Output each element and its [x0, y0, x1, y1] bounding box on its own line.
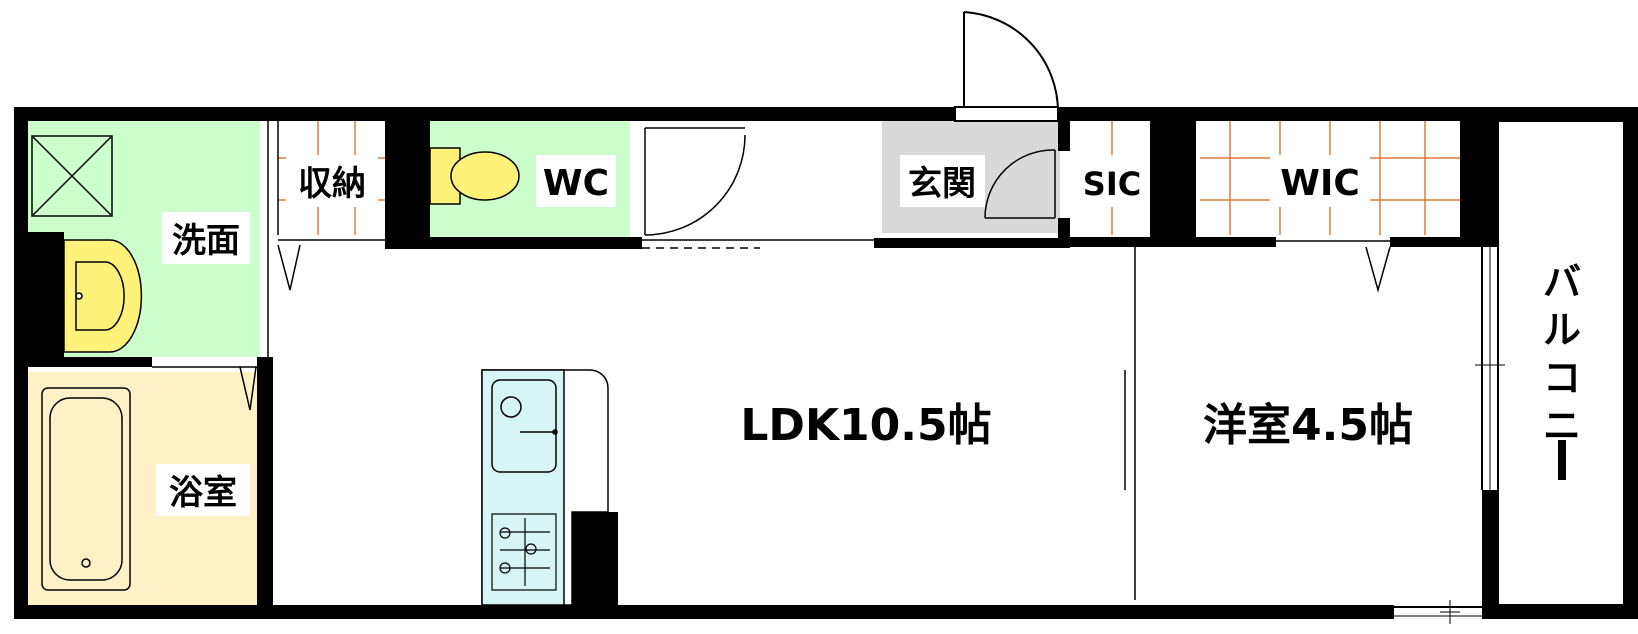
storage-label: 収納 [298, 164, 366, 204]
walls [14, 107, 1638, 619]
sic-label: SIC [1083, 165, 1141, 203]
label-bg [1074, 155, 1150, 207]
bath-door[interactable] [152, 366, 257, 411]
label-bg [536, 155, 616, 207]
stove-icon [491, 513, 557, 591]
western-room-label: 洋室4.5帖 [1203, 400, 1413, 451]
wic-door[interactable] [1365, 246, 1391, 293]
entrance-door[interactable] [954, 11, 1060, 122]
wic-label: WIC [1280, 163, 1360, 204]
balcony-char-bar [1558, 440, 1566, 480]
label-bg [900, 155, 985, 207]
toilet-icon [429, 147, 520, 205]
balcony-char: コ [1543, 356, 1581, 400]
bathtub-icon [41, 387, 131, 591]
label-bg [286, 155, 378, 207]
ldk-label: LDK10.5帖 [740, 400, 991, 451]
label-bg [156, 464, 250, 516]
entrance-label: 玄関 [908, 164, 976, 204]
entrance-inner-door [984, 149, 1056, 219]
balcony-outline [1497, 120, 1625, 606]
sash-marks [1440, 355, 1505, 624]
wc-door[interactable] [644, 127, 746, 236]
balcony-label: バ ル コ ニ [1543, 260, 1581, 448]
storage-door[interactable] [277, 244, 301, 291]
washroom-label: 洗面 [172, 221, 240, 261]
label-bg [1270, 155, 1370, 207]
toilet-label: WC [543, 163, 609, 204]
label-bg [162, 212, 250, 264]
balcony-char: バ [1543, 260, 1581, 304]
washbasin-icon [63, 239, 143, 353]
balcony-char: ル [1543, 308, 1581, 352]
balcony-char: ー [1562, 468, 1564, 471]
bathroom-label: 浴室 [169, 473, 237, 513]
kitchen-counter [481, 369, 609, 606]
partitions [267, 121, 1390, 600]
vent-icon [31, 135, 113, 217]
